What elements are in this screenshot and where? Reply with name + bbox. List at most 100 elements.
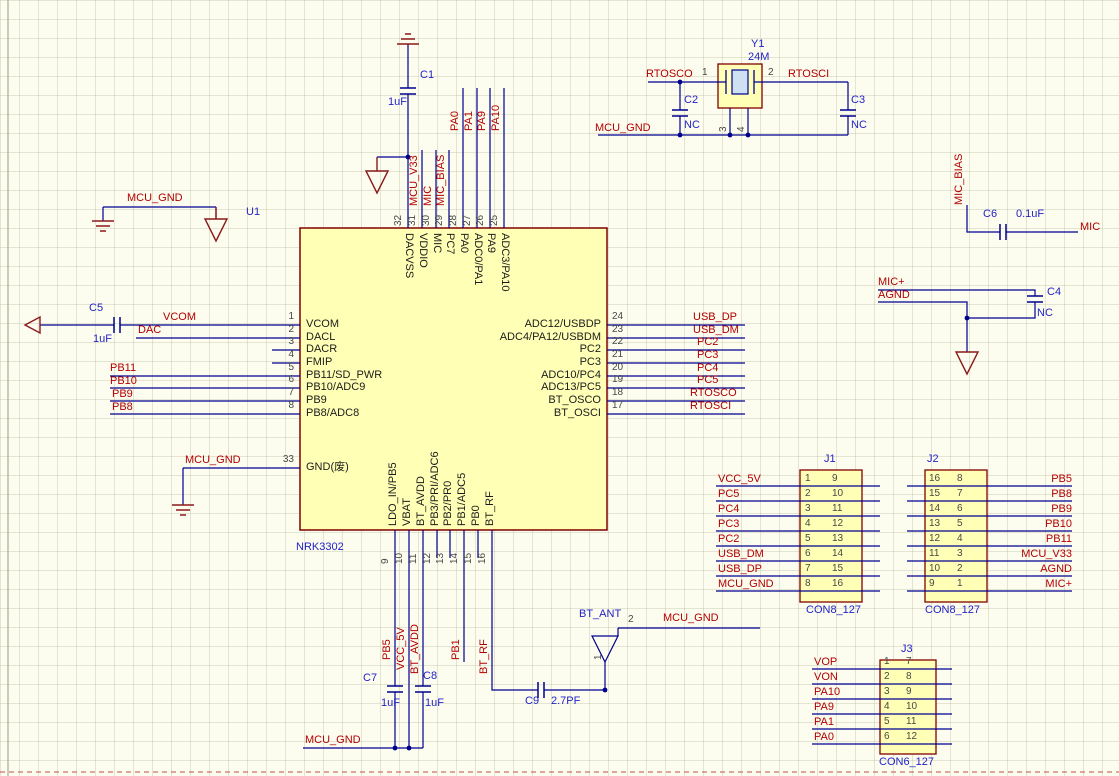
c6-designator[interactable]: C6: [983, 208, 998, 220]
c9-designator[interactable]: C9: [525, 695, 540, 707]
c3-designator[interactable]: C3: [851, 94, 866, 106]
c2-designator[interactable]: C2: [684, 94, 699, 106]
net-label[interactable]: PC3: [718, 518, 740, 530]
net-label-mic[interactable]: MIC: [1080, 221, 1101, 233]
c9-symbol[interactable]: [537, 682, 545, 698]
net-label-pa10[interactable]: PA10: [490, 104, 502, 131]
crystal-y1-symbol[interactable]: [717, 63, 763, 109]
net-label[interactable]: VOP: [814, 656, 838, 668]
net-label[interactable]: PB5: [1051, 473, 1072, 485]
net-label[interactable]: PB11: [1045, 533, 1072, 545]
net-label-mic-bias[interactable]: MIC_BIAS: [953, 153, 965, 205]
net-label-mcu-gnd[interactable]: MCU_GND: [185, 454, 241, 466]
earth-ground-icon[interactable]: [397, 33, 419, 45]
net-label-agnd[interactable]: AGND: [878, 289, 910, 301]
earth-ground-icon[interactable]: [172, 504, 194, 516]
j1-designator[interactable]: J1: [824, 453, 836, 465]
j2-part-number[interactable]: CON8_127: [925, 604, 981, 616]
net-label[interactable]: MCU_V33: [1021, 548, 1072, 560]
connector-j3-body[interactable]: [879, 659, 937, 755]
net-label-vcom[interactable]: VCOM: [163, 311, 196, 323]
c4-value[interactable]: NC: [1037, 307, 1053, 319]
power-ground-icon[interactable]: [954, 351, 980, 376]
c8-symbol[interactable]: [415, 685, 431, 693]
net-label-pb1[interactable]: PB1: [450, 639, 462, 660]
net-label-pc5[interactable]: PC5: [697, 374, 719, 386]
j2-designator[interactable]: J2: [927, 453, 939, 465]
net-label[interactable]: PC2: [718, 533, 740, 545]
net-label-mic-bias[interactable]: MIC_BIAS: [435, 154, 447, 206]
c7-symbol[interactable]: [387, 685, 403, 693]
net-label-pa1[interactable]: PA1: [463, 111, 475, 131]
bt-ant-symbol[interactable]: [591, 635, 619, 664]
net-label-vcc-5v[interactable]: VCC_5V: [395, 627, 407, 670]
net-label-mic[interactable]: MIC: [422, 185, 434, 206]
net-label-pb11[interactable]: PB11: [110, 362, 137, 374]
net-label-mcu-gnd[interactable]: MCU_GND: [305, 734, 361, 746]
c5-designator[interactable]: C5: [89, 302, 104, 314]
net-label[interactable]: PB10: [1045, 518, 1072, 530]
c1-designator[interactable]: C1: [420, 69, 435, 81]
net-label[interactable]: MCU_GND: [718, 578, 774, 590]
net-label-rtosci[interactable]: RTOSCI: [788, 68, 830, 80]
c1-value[interactable]: 1uF: [388, 96, 407, 108]
c7-value[interactable]: 1uF: [381, 697, 400, 709]
c2-symbol[interactable]: [672, 109, 688, 117]
net-label-mcu-v33[interactable]: MCU_V33: [408, 155, 420, 206]
c4-designator[interactable]: C4: [1047, 286, 1062, 298]
y1-designator[interactable]: Y1: [751, 38, 765, 50]
net-label[interactable]: PA10: [814, 686, 841, 698]
net-label[interactable]: PA9: [814, 701, 834, 713]
net-label-pb9[interactable]: PB9: [112, 388, 133, 400]
net-label-usb-dm[interactable]: USB_DM: [693, 324, 739, 336]
net-label[interactable]: USB_DP: [718, 563, 763, 575]
port-arrow-icon[interactable]: [23, 315, 41, 335]
net-label-dac[interactable]: DAC: [138, 324, 162, 336]
c6-symbol[interactable]: [999, 224, 1007, 240]
c3-value[interactable]: NC: [851, 119, 867, 131]
net-label[interactable]: MIC+: [1045, 578, 1072, 590]
net-label[interactable]: AGND: [1040, 563, 1072, 575]
net-label-rtosco[interactable]: RTOSCO: [646, 68, 693, 80]
net-label[interactable]: VCC_5V: [718, 473, 761, 485]
u1-part-number[interactable]: NRK3302: [296, 541, 344, 553]
c7-designator[interactable]: C7: [363, 672, 378, 684]
net-label-bt-rf[interactable]: BT_RF: [478, 639, 490, 674]
net-label[interactable]: PC4: [718, 503, 740, 515]
y1-value[interactable]: 24M: [748, 51, 770, 63]
net-label-pb10[interactable]: PB10: [110, 375, 137, 387]
power-ground-icon[interactable]: [203, 207, 229, 243]
net-label-mic-plus[interactable]: MIC+: [878, 276, 905, 288]
j3-designator[interactable]: J3: [901, 643, 913, 655]
net-label-mcu-gnd[interactable]: MCU_GND: [127, 192, 183, 204]
u1-designator[interactable]: U1: [246, 206, 261, 218]
net-label-pc3[interactable]: PC3: [697, 349, 719, 361]
net-label-mcu-gnd[interactable]: MCU_GND: [663, 612, 719, 624]
net-label[interactable]: PA0: [814, 731, 834, 743]
net-label-bt-avdd[interactable]: BT_AVDD: [409, 624, 421, 674]
net-label-usb-dp[interactable]: USB_DP: [693, 311, 738, 323]
c3-symbol[interactable]: [840, 109, 856, 117]
net-label-pb5[interactable]: PB5: [381, 639, 393, 660]
c5-symbol[interactable]: [113, 317, 121, 333]
net-label-pa0[interactable]: PA0: [449, 111, 461, 131]
c2-value[interactable]: NC: [684, 119, 700, 131]
bt-ant-designator[interactable]: BT_ANT: [579, 608, 622, 620]
c1-symbol[interactable]: [400, 87, 416, 95]
net-label[interactable]: PB9: [1051, 503, 1072, 515]
c5-value[interactable]: 1uF: [93, 333, 112, 345]
net-label[interactable]: VON: [814, 671, 838, 683]
net-label-pc2[interactable]: PC2: [697, 336, 719, 348]
net-label-pa9[interactable]: PA9: [476, 111, 488, 131]
connector-j2-body[interactable]: [924, 469, 988, 603]
c9-value[interactable]: 2.7PF: [551, 695, 581, 707]
net-label[interactable]: PA1: [814, 716, 834, 728]
net-label[interactable]: USB_DM: [718, 548, 764, 560]
net-label-pb8[interactable]: PB8: [112, 401, 133, 413]
c8-value[interactable]: 1uF: [425, 697, 444, 709]
net-label[interactable]: PB8: [1051, 488, 1072, 500]
c4-symbol[interactable]: [1027, 295, 1043, 303]
power-ground-icon[interactable]: [364, 157, 390, 195]
connector-j1-body[interactable]: [799, 469, 863, 603]
net-label[interactable]: PC5: [718, 488, 740, 500]
